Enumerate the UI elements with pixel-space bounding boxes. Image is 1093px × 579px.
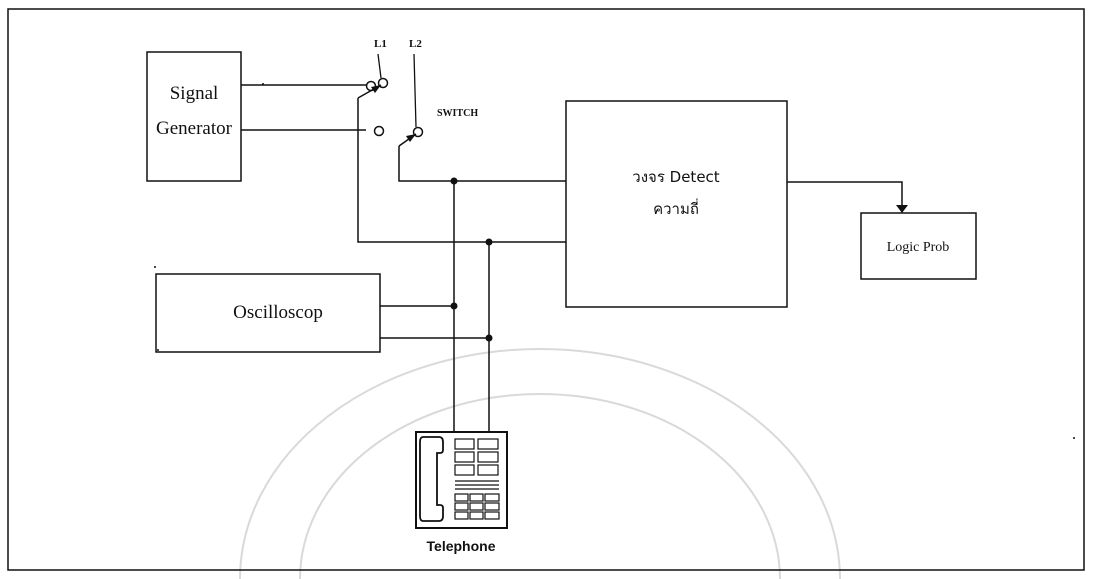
terminal-b-icon xyxy=(373,125,385,137)
signal-generator-label-line2: Generator xyxy=(156,118,233,139)
watermark-seal xyxy=(239,348,841,579)
detect-label-line1: วงจร Detect xyxy=(632,168,719,186)
logic-probe-block: Logic Prob xyxy=(860,212,977,280)
detect-label-line2: ความถี่ xyxy=(653,198,699,218)
switch-l1: L1 xyxy=(357,38,389,99)
telephone-label: Telephone xyxy=(427,538,496,554)
oscilloscope-label: Oscilloscop xyxy=(233,302,323,323)
oscilloscope-block: Oscilloscop xyxy=(155,273,381,353)
outer-frame xyxy=(7,8,1085,571)
logic-probe-arrow-icon xyxy=(896,205,908,213)
generator-output-wires xyxy=(241,84,366,131)
signal-generator-block: Signal Generator xyxy=(146,51,242,182)
switch-label: SWITCH xyxy=(437,108,478,119)
detect-block: วงจร Detect ความถี่ xyxy=(565,100,788,308)
telephone-icon xyxy=(415,431,508,529)
scan-specks xyxy=(154,83,1075,439)
switch-l2: L2 xyxy=(398,38,424,147)
logic-probe-label: Logic Prob xyxy=(887,240,950,255)
signal-generator-label-line1: Signal xyxy=(170,83,219,104)
circuit-wires xyxy=(357,98,903,432)
junction-dots xyxy=(450,177,493,342)
switch-l2-label: L2 xyxy=(409,38,422,50)
switch-l1-label: L1 xyxy=(374,38,387,50)
